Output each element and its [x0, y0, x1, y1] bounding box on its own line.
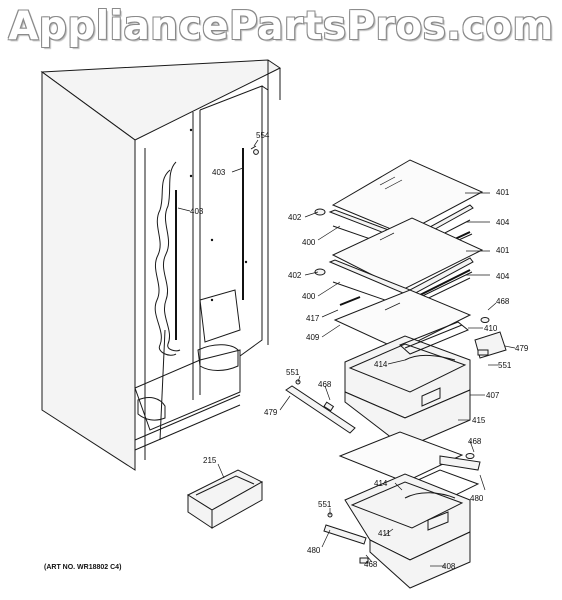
callout-468: 468: [364, 560, 378, 569]
callout-400: 400: [302, 292, 316, 301]
dairy-bin-215: [186, 469, 264, 529]
callout-401: 401: [496, 246, 510, 255]
cabinet-fresh-food-section: [40, 59, 281, 471]
callout-400: 400: [302, 238, 316, 247]
callout-403: 403: [212, 168, 226, 177]
art-number: (ART NO. WR18802 C4): [44, 564, 122, 571]
slide-rail-left-lower: [323, 512, 369, 564]
leader-lines: [177, 139, 516, 567]
callout-402: 402: [288, 271, 302, 280]
callout-417: 417: [306, 314, 320, 323]
callout-480: 480: [470, 494, 484, 503]
callout-404: 404: [496, 272, 510, 281]
callout-415: 415: [472, 416, 486, 425]
callout-414: 414: [374, 360, 388, 369]
callout-215: 215: [203, 456, 217, 465]
crisper-cover-glass: [338, 431, 464, 483]
callout-402: 402: [288, 213, 302, 222]
crisper-drawer-upper: [344, 321, 471, 449]
glass-shelf-lower: [333, 289, 472, 351]
callout-410: 410: [484, 324, 498, 333]
callout-468: 468: [468, 437, 482, 446]
callout-554: 554: [256, 131, 270, 140]
slide-rail-right-lower: [439, 453, 481, 471]
callout-404: 404: [496, 218, 510, 227]
callout-408: 408: [442, 562, 456, 571]
callout-479: 479: [264, 408, 278, 417]
crisper-drawer-lower: [344, 469, 480, 589]
callout-551: 551: [286, 368, 300, 377]
callout-551: 551: [318, 500, 332, 509]
callout-401: 401: [496, 188, 510, 197]
callout-551: 551: [498, 361, 512, 370]
callout-414: 414: [374, 479, 388, 488]
callout-409: 409: [306, 333, 320, 342]
screw-554: [250, 145, 259, 155]
slide-rail-left-upper: [285, 379, 356, 434]
callout-468: 468: [318, 380, 332, 389]
callout-407: 407: [486, 391, 500, 400]
callout-480: 480: [307, 546, 321, 555]
callout-479: 479: [515, 344, 529, 353]
slide-rail-right-upper: [474, 317, 507, 359]
watermark: AppliancePartsPros.com: [8, 4, 554, 49]
callout-468: 468: [496, 297, 510, 306]
callout-411: 411: [378, 529, 391, 538]
callout-403: 403: [190, 207, 204, 216]
